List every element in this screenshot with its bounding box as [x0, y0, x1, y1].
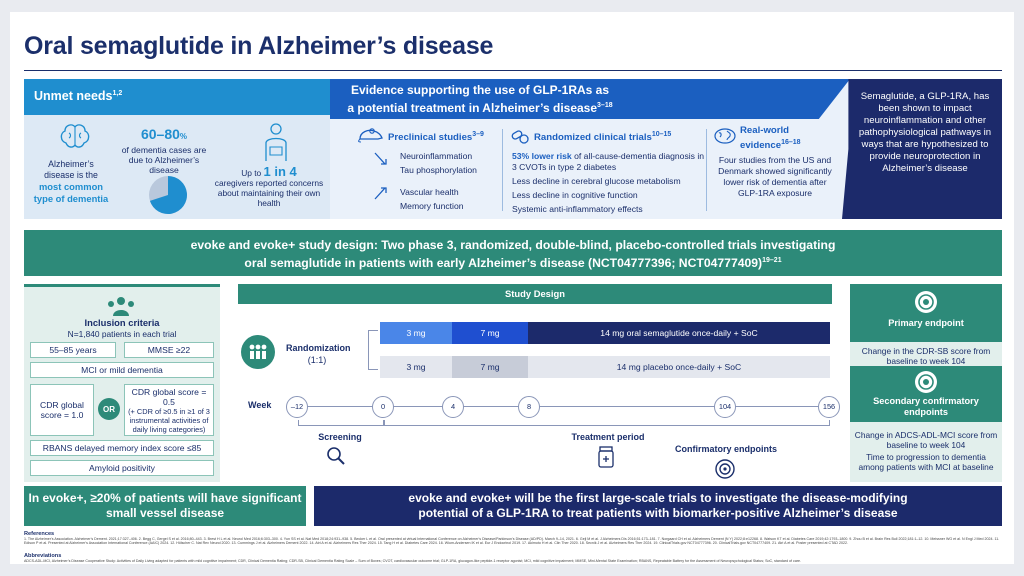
page: Oral semaglutide in Alzheimer’s disease … [10, 12, 1014, 564]
timeline-axis [298, 406, 830, 407]
rwe-text: Four studies from the US and Denmark sho… [718, 155, 832, 198]
endpoints-panel: Primary endpoint Change in the CDR-SB sc… [850, 284, 1002, 482]
week-node: 8 [518, 396, 540, 418]
screening-bracket [298, 420, 384, 426]
criterion-age: 55–85 years [30, 342, 116, 358]
target-icon [915, 371, 937, 393]
randomization-label: Randomization(1:1) [286, 343, 351, 365]
secondary-endpoint-title: Secondary confirmatory endpoints [873, 396, 979, 417]
rct-item: Less decline in cognitive function [512, 190, 638, 200]
brain-icon [60, 124, 90, 148]
arrow-down-icon [374, 152, 387, 165]
secondary-endpoint-text: Time to progression to dementia among pa… [858, 452, 994, 472]
pill-bottle-icon [598, 446, 614, 468]
randomization-bracket [368, 330, 378, 370]
week-node: 156 [818, 396, 840, 418]
criterion-mci: MCI or mild dementia [30, 362, 214, 378]
criterion-cdr-05: CDR global score = 0.5 (+ CDR of ≥0.5 in… [124, 384, 214, 436]
conclusion-callout: evoke and evoke+ will be the first large… [314, 486, 1002, 526]
secondary-endpoint-text: Change in ADCS-ADL-MCI score from baseli… [854, 430, 998, 450]
column-divider [502, 129, 503, 211]
arrow-up-icon [374, 187, 387, 200]
primary-endpoint-title: Primary endpoint [888, 318, 964, 328]
criterion-amyloid: Amyloid positivity [30, 460, 214, 476]
primary-endpoint-header: Primary endpoint [850, 284, 1002, 342]
treatment-label: Treatment period [571, 432, 645, 442]
study-design-banner: evoke and evoke+ study design: Two phase… [24, 230, 1002, 276]
criterion-rbans: RBANS delayed memory index score ≤85 [30, 440, 214, 456]
title-divider [24, 70, 1002, 71]
week-node: –12 [286, 396, 308, 418]
magnifier-icon [327, 447, 345, 465]
preclinical-item: Memory function [400, 201, 464, 211]
dementia-share-stat: 60–80% of dementia cases are due to Alzh… [121, 126, 207, 175]
confirmatory-label: Confirmatory endpoints [674, 444, 777, 454]
dementia-pie-chart [149, 176, 188, 214]
inclusion-title: Inclusion criteria [84, 317, 160, 328]
preclinical-item: Tau phosphorylation [400, 165, 477, 175]
group-icon [108, 297, 134, 316]
target-icon [915, 291, 937, 313]
evidence-heading: Evidence supporting the use of GLP-1RAs … [347, 83, 613, 115]
pills-icon [511, 130, 529, 144]
references-text: 1. The Alzheimer’s Association. Alzheime… [24, 537, 1000, 546]
small-vessel-callout: In evoke+, ≥20% of patients will have si… [24, 486, 306, 526]
abbreviations-title: Abbreviations [24, 553, 62, 559]
or-badge: OR [98, 398, 120, 420]
active-arm-14mg: 14 mg oral semaglutide once-daily + SoC [528, 322, 830, 344]
preclinical-title: Preclinical studies3–9 [388, 131, 484, 144]
world-map-icon [714, 128, 736, 144]
references-title: References [24, 531, 55, 537]
placebo-arm-14mg: 14 mg placebo once-daily + SoC [528, 356, 830, 378]
unmet-needs-heading: Unmet needs1,2 [24, 79, 330, 115]
preclinical-item: Neuroinflammation [400, 151, 473, 161]
randomization-icon [241, 335, 275, 369]
abbreviations-text: ADCS-ADL-MCI, Alzheimer’s Disease Cooper… [24, 559, 802, 563]
caregiver-icon [265, 123, 287, 161]
secondary-endpoint-header: Secondary confirmatory endpoints [850, 366, 1002, 422]
pie-slice-ad [149, 176, 188, 214]
inclusion-subtitle: N=1,840 patients in each trial [67, 329, 177, 339]
active-arm-3mg: 3 mg [380, 322, 452, 344]
screening-label: Screening [318, 432, 362, 442]
week-node: 104 [714, 396, 736, 418]
rct-item: 53% lower risk of all-cause-dementia dia… [512, 151, 705, 172]
placebo-arm-7mg: 7 mg [452, 356, 528, 378]
semaglutide-summary-text: Semaglutide, a GLP-1RA, has been shown t… [858, 91, 992, 174]
page-title: Oral semaglutide in Alzheimer’s disease [24, 32, 494, 60]
week-axis-label: Week [248, 400, 272, 410]
criterion-mmse: MMSE ≥22 [124, 342, 214, 358]
target-icon [715, 459, 735, 479]
preclinical-item: Vascular health [400, 187, 459, 197]
rct-item: Systemic anti-inflammatory effects [512, 204, 643, 214]
week-node: 0 [372, 396, 394, 418]
column-divider [706, 129, 707, 211]
rct-title: Randomized clinical trials10–15 [534, 131, 672, 144]
rct-item: Less decline in cerebral glucose metabol… [512, 176, 681, 186]
active-arm-7mg: 7 mg [452, 322, 528, 344]
evidence-heading-band [330, 79, 850, 119]
semaglutide-summary-panel: Semaglutide, a GLP-1RA, has been shown t… [842, 79, 1002, 219]
evidence-panel: Evidence supporting the use of GLP-1RAs … [330, 79, 850, 219]
treatment-bracket [384, 420, 830, 426]
mouse-icon [358, 128, 383, 143]
study-design-heading: Study Design [238, 284, 832, 304]
criterion-cdr-1: CDR global score = 1.0 [30, 384, 94, 436]
week-node: 4 [442, 396, 464, 418]
primary-endpoint-text: Change in the CDR-SB score from baseline… [861, 346, 991, 366]
placebo-arm-3mg: 3 mg [380, 356, 452, 378]
